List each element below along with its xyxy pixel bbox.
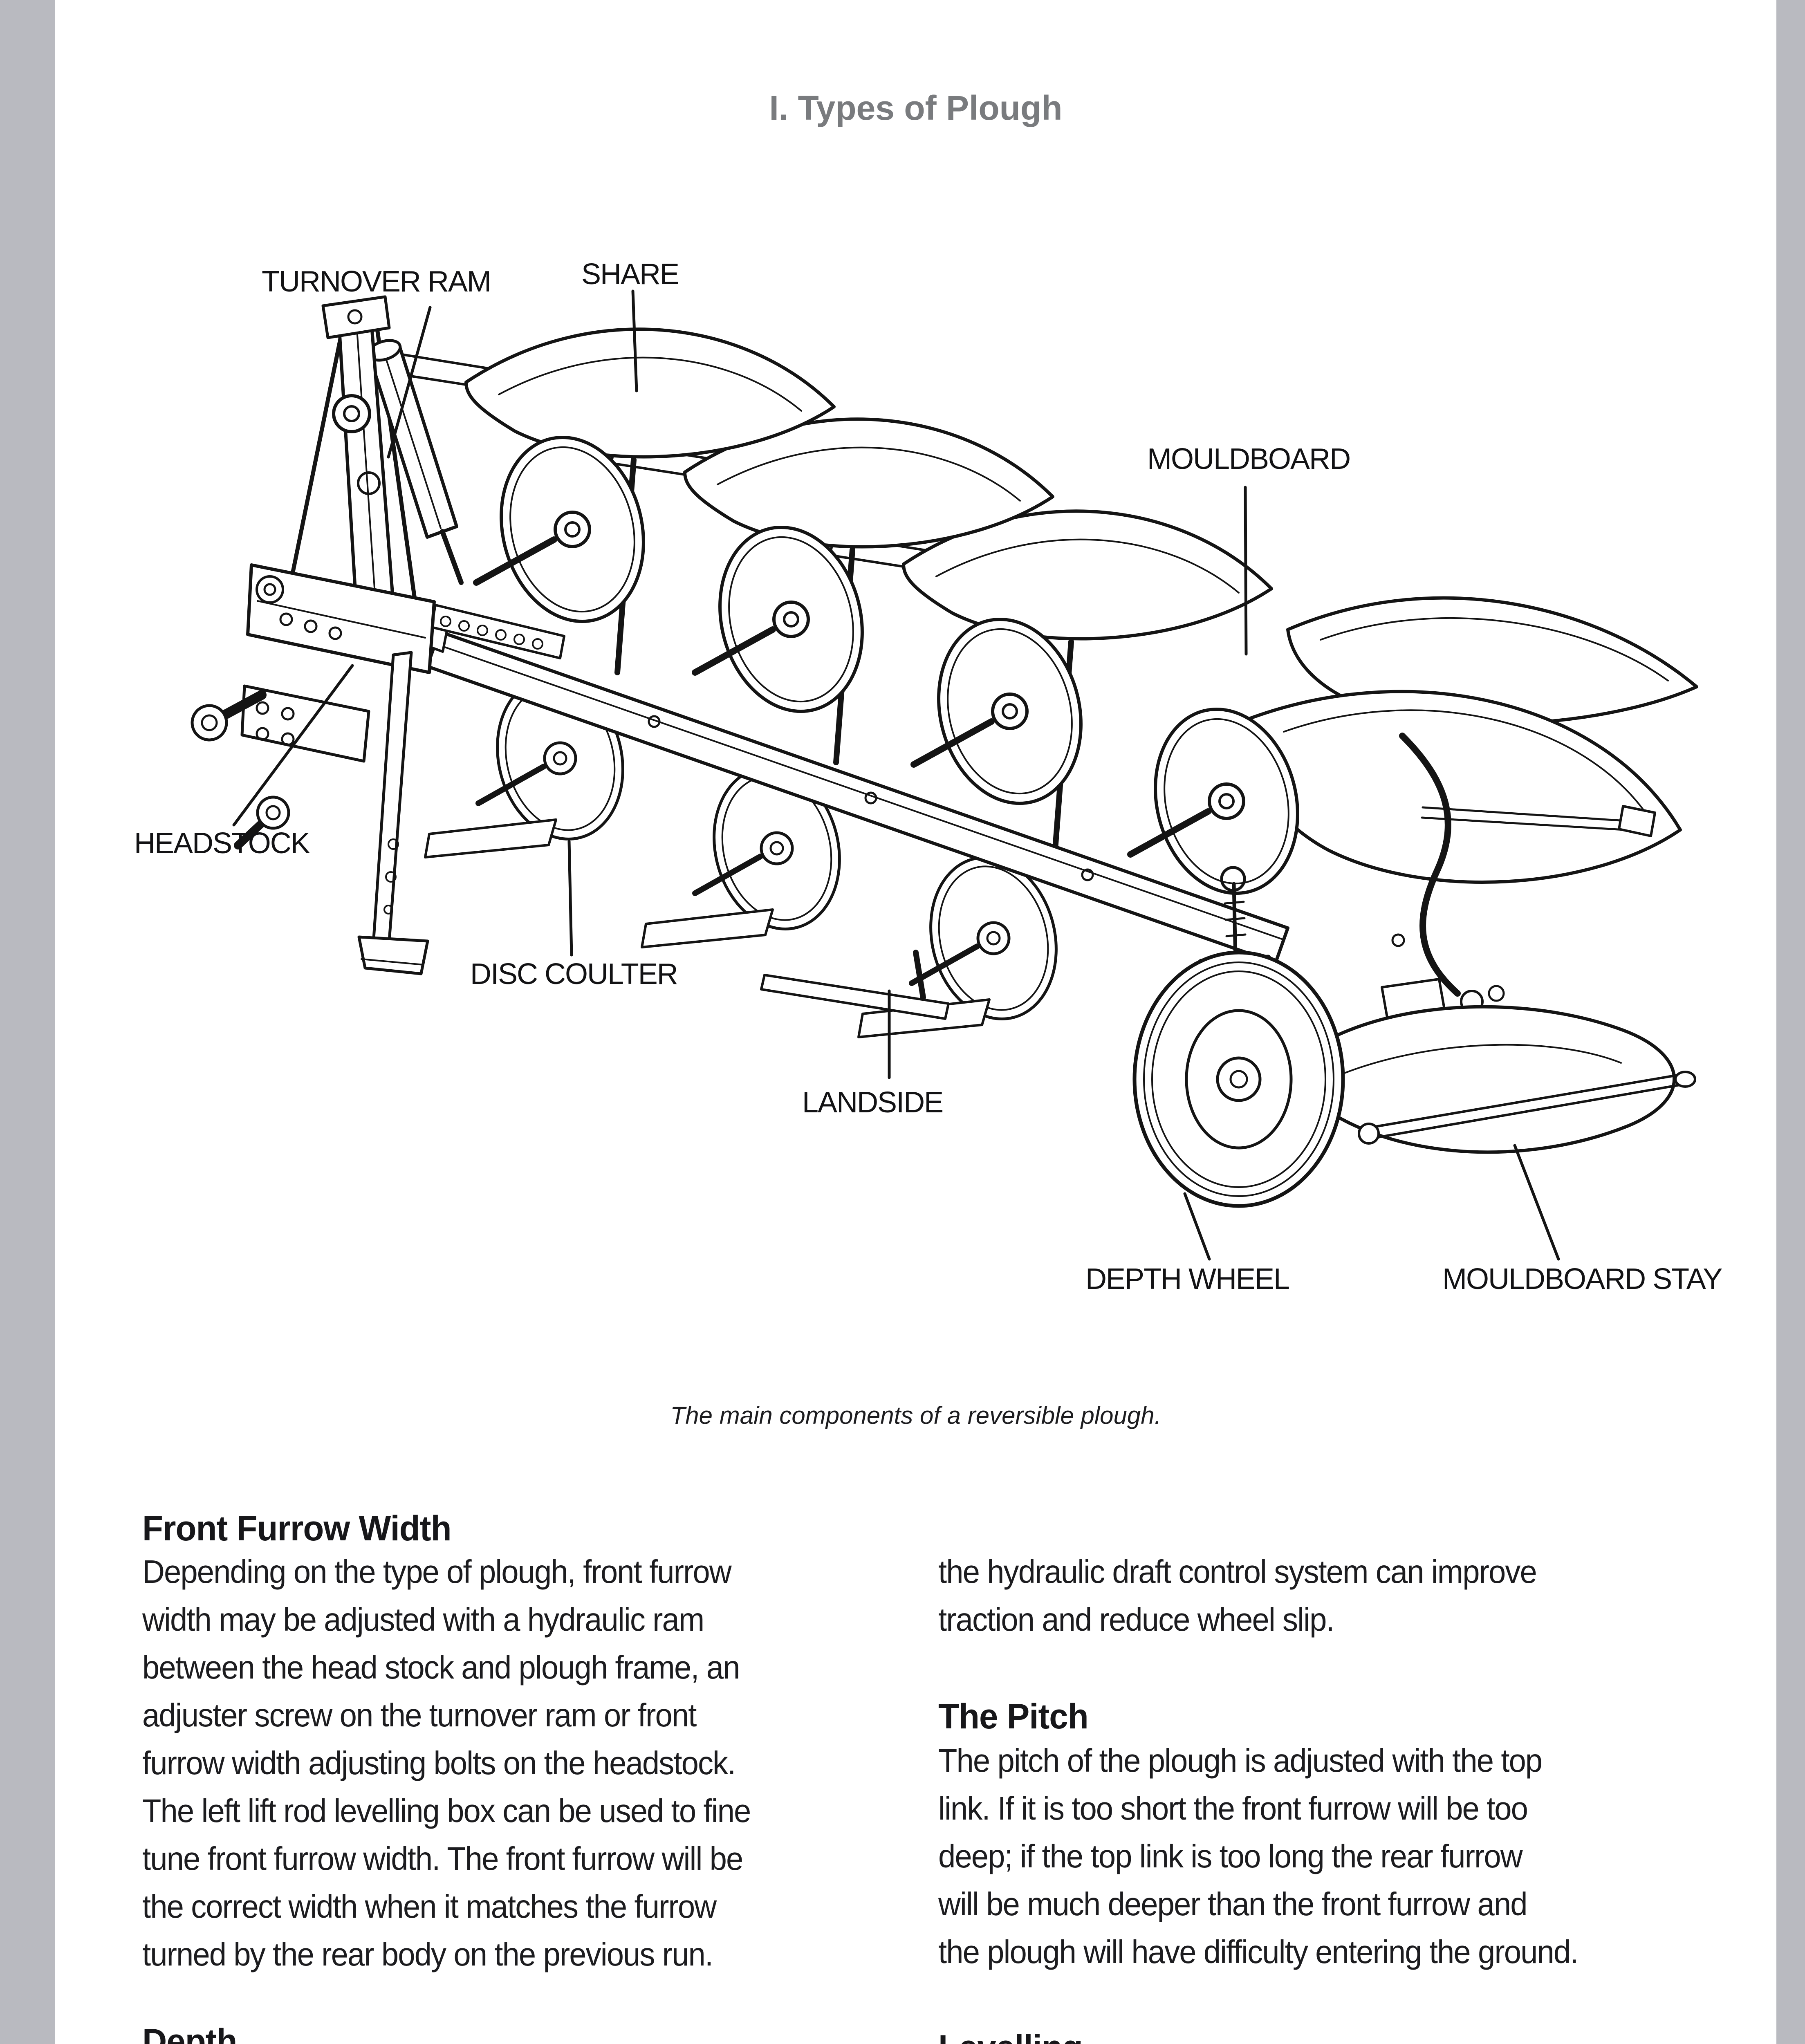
body-line: the hydraulic draft control system can i… bbox=[938, 1553, 1537, 1590]
label-headstock: HEADSTOCK bbox=[134, 827, 310, 860]
body-line: the correct width when it matches the fu… bbox=[142, 1888, 717, 1925]
heading-front-furrow-width: Front Furrow Width bbox=[142, 1509, 452, 1548]
body-line: turned by the rear body on the previous … bbox=[142, 1936, 713, 1972]
heading-depth: Depth bbox=[142, 2022, 237, 2044]
body-line: between the head stock and plough frame,… bbox=[142, 1649, 740, 1685]
right-page-edge-bar bbox=[1776, 0, 1805, 2044]
paragraph-front-furrow-width: Depending on the type of plough, front f… bbox=[142, 1548, 751, 1978]
page-title: I. Types of Plough bbox=[769, 89, 1063, 127]
body-line: furrow width adjusting bolts on the head… bbox=[142, 1745, 736, 1781]
heading-levelling: Levelling bbox=[938, 2028, 1083, 2044]
paragraph-the-pitch: The pitch of the plough is adjusted with… bbox=[938, 1737, 1579, 1976]
heading-the-pitch: The Pitch bbox=[938, 1697, 1089, 1736]
label-share: SHARE bbox=[581, 258, 679, 291]
label-mouldboard-stay: MOULDBOARD STAY bbox=[1442, 1263, 1722, 1295]
body-line: link. If it is too short the front furro… bbox=[938, 1790, 1528, 1827]
label-depth-wheel: DEPTH WHEEL bbox=[1085, 1263, 1290, 1295]
label-landside: LANDSIDE bbox=[802, 1086, 944, 1119]
body-line: width may be adjusted with a hydraulic r… bbox=[142, 1601, 704, 1638]
figure-caption: The main components of a reversible plou… bbox=[670, 1402, 1161, 1429]
label-mouldboard: MOULDBOARD bbox=[1147, 443, 1351, 475]
left-page-edge-bar bbox=[0, 0, 55, 2044]
body-line: The left lift rod levelling box can be u… bbox=[142, 1793, 751, 1829]
body-line: deep; if the top link is too long the re… bbox=[938, 1838, 1523, 1874]
paragraph-continuation: the hydraulic draft control system can i… bbox=[938, 1548, 1537, 1643]
label-disc-coulter: DISC COULTER bbox=[470, 958, 678, 991]
body-line: Depending on the type of plough, front f… bbox=[142, 1553, 732, 1590]
body-line: the plough will have difficulty entering… bbox=[938, 1934, 1579, 1970]
body-line: will be much deeper than the front furro… bbox=[938, 1886, 1527, 1922]
body-line: adjuster screw on the turnover ram or fr… bbox=[142, 1697, 697, 1733]
body-line: The pitch of the plough is adjusted with… bbox=[938, 1742, 1543, 1779]
label-turnover-ram: TURNOVER RAM bbox=[262, 265, 491, 298]
body-line: tune front furrow width. The front furro… bbox=[142, 1840, 743, 1877]
body-line: traction and reduce wheel slip. bbox=[938, 1601, 1335, 1638]
